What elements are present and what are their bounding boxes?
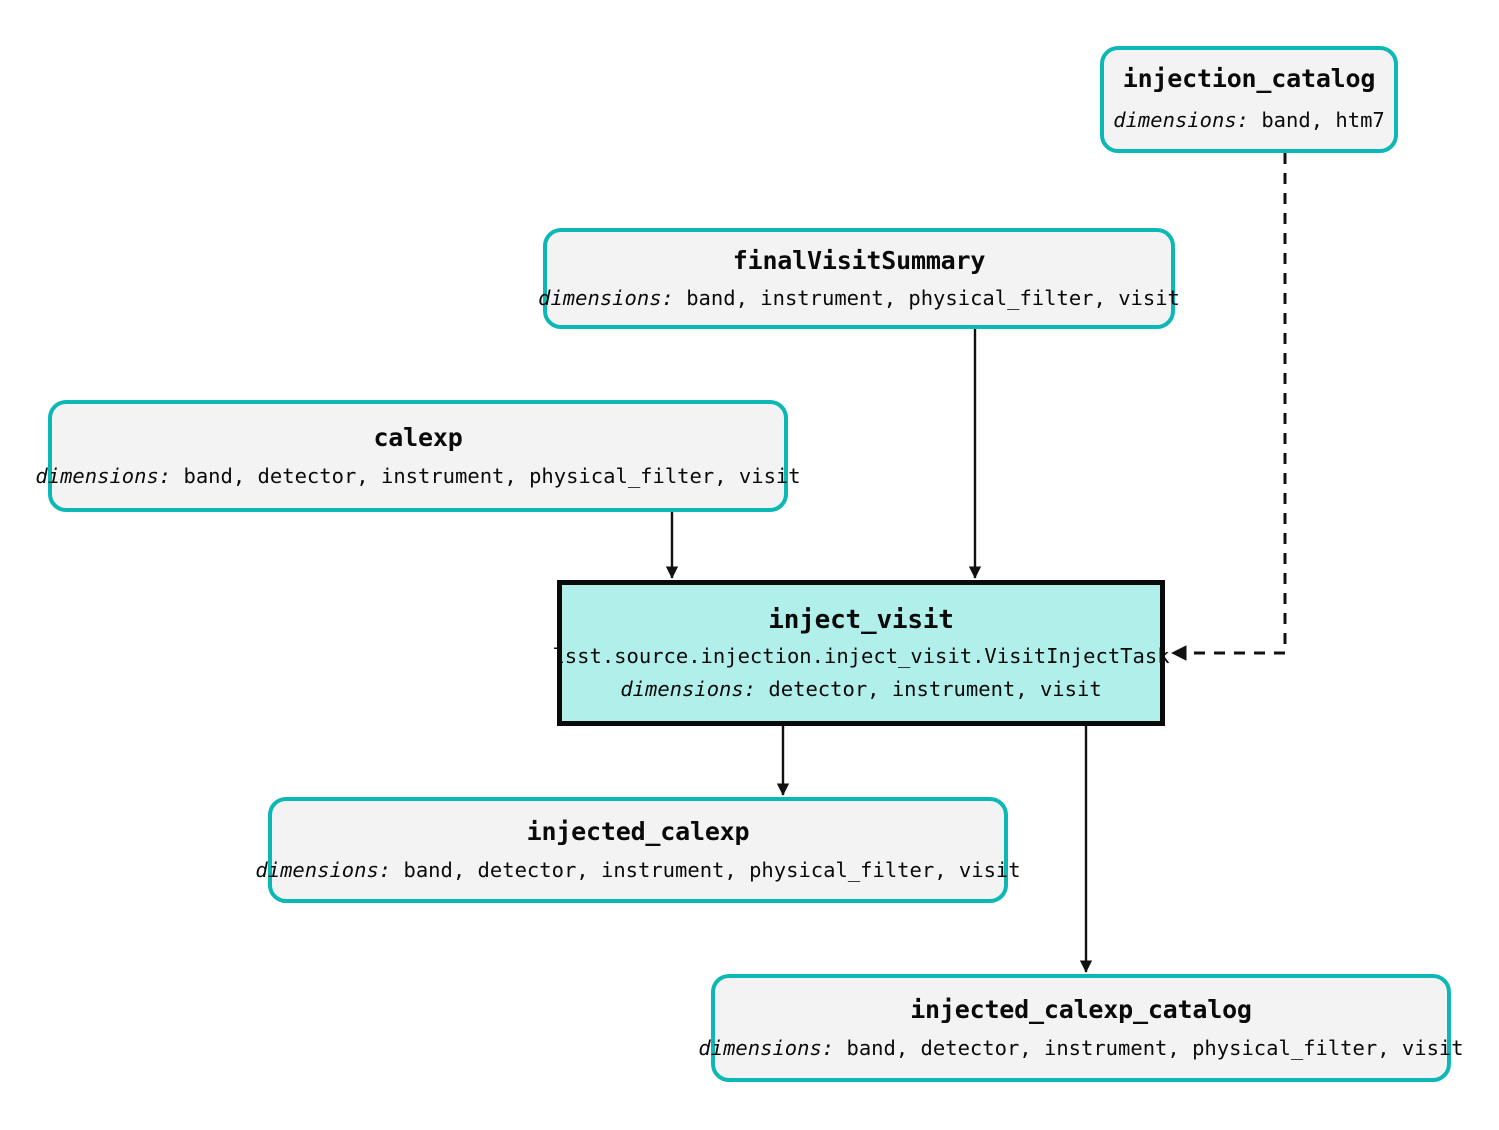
dimensions-value: band, detector, instrument, physical_fil… bbox=[403, 858, 1021, 883]
dimensions-label: dimensions: bbox=[255, 858, 392, 883]
dimensions-value: band, detector, instrument, physical_fil… bbox=[846, 1036, 1464, 1061]
node-title: calexp bbox=[373, 422, 463, 452]
node-dimensions: dimensions: band, detector, instrument, … bbox=[255, 859, 1020, 882]
dimensions-label: dimensions: bbox=[1113, 107, 1249, 132]
node-calexp[interactable]: calexp dimensions: band, detector, instr… bbox=[35, 400, 801, 512]
node-title: finalVisitSummary bbox=[732, 245, 986, 275]
node-inject-visit[interactable]: inject_visit lsst.source.injection.injec… bbox=[552, 580, 1170, 726]
node-task-class: lsst.source.injection.inject_visit.Visit… bbox=[552, 644, 1170, 669]
node-title: injected_calexp_catalog bbox=[910, 994, 1252, 1024]
node-dimensions: dimensions: band, instrument, physical_f… bbox=[538, 287, 1180, 310]
node-dimensions: dimensions: band, detector, instrument, … bbox=[698, 1037, 1463, 1060]
node-title: inject_visit bbox=[768, 604, 954, 635]
dimensions-label: dimensions: bbox=[538, 286, 674, 311]
dimensions-value: band, instrument, physical_filter, visit bbox=[686, 286, 1180, 311]
dimensions-label: dimensions: bbox=[620, 676, 757, 701]
node-title: injection_catalog bbox=[1122, 64, 1376, 94]
node-dimensions: dimensions: detector, instrument, visit bbox=[620, 678, 1101, 701]
node-injected-calexp[interactable]: injected_calexp dimensions: band, detect… bbox=[255, 797, 1021, 903]
dimensions-label: dimensions: bbox=[698, 1036, 835, 1061]
dimensions-value: detector, instrument, visit bbox=[768, 676, 1102, 701]
dimensions-label: dimensions: bbox=[35, 464, 172, 489]
node-injection-catalog[interactable]: injection_catalog dimensions: band, htm7 bbox=[1100, 46, 1398, 153]
edge-injection-catalog-to-inject-visit bbox=[1171, 153, 1287, 661]
node-title: injected_calexp bbox=[526, 816, 750, 846]
dimensions-value: band, detector, instrument, physical_fil… bbox=[183, 464, 801, 489]
node-dimensions: dimensions: band, detector, instrument, … bbox=[35, 465, 800, 488]
node-injected-calexp-catalog[interactable]: injected_calexp_catalog dimensions: band… bbox=[698, 974, 1464, 1082]
node-dimensions: dimensions: band, htm7 bbox=[1113, 109, 1385, 132]
node-final-visit-summary[interactable]: finalVisitSummary dimensions: band, inst… bbox=[538, 228, 1180, 329]
dimensions-value: band, htm7 bbox=[1261, 107, 1385, 132]
